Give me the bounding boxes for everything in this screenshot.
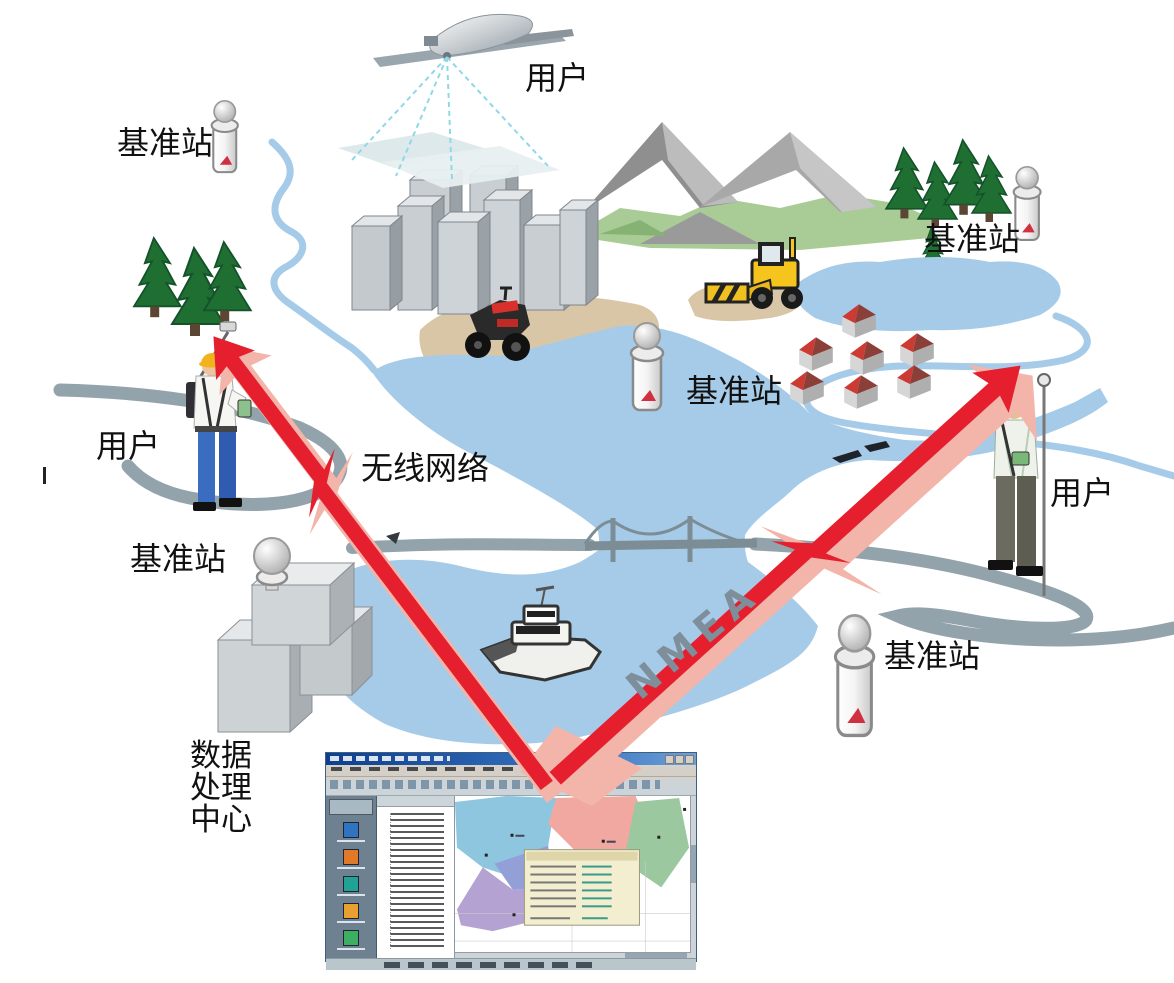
village-houses <box>790 304 934 409</box>
boat-icon <box>479 585 602 682</box>
tick-mark <box>43 467 46 484</box>
label-user-right: 用户 <box>1050 474 1115 512</box>
software-title-text-blob <box>330 756 450 761</box>
label-data-center-line3: 中心 <box>190 802 252 839</box>
label-wireless-network: 无线网络 <box>361 449 490 487</box>
bulldozer-icon <box>704 237 803 309</box>
forest-left <box>133 237 252 337</box>
road-arrow-mark <box>386 532 400 544</box>
window-controls-icons <box>665 755 694 764</box>
label-data-center-line2: 处理 <box>190 770 252 807</box>
sidebar-icon-3 <box>343 876 359 892</box>
label-base-station-data-center: 基准站 <box>130 540 227 578</box>
atv-icon <box>465 286 530 361</box>
map-horizontal-scrollbar <box>455 952 691 958</box>
scan-swath-1 <box>338 132 490 168</box>
sand-patch-center <box>419 296 660 393</box>
label-base-station-top-right: 基准站 <box>924 220 1021 258</box>
software-toolbar <box>326 780 696 796</box>
city-buildings <box>350 164 600 316</box>
tree-panel-header <box>377 796 454 807</box>
sidebar-icon-2 <box>343 849 359 865</box>
label-data-center-line1: 数据 <box>190 738 252 774</box>
rooftop-gnss-antenna-icon <box>253 537 291 575</box>
sidebar-icon-4 <box>343 903 359 919</box>
software-sidebar <box>326 796 377 958</box>
software-menubar <box>326 767 696 777</box>
base-station-icon-top-left <box>210 99 239 174</box>
small-boat-silhouettes <box>832 441 890 463</box>
lake-top-right <box>794 257 1061 332</box>
software-titlebar <box>326 753 696 765</box>
suspension-bridge <box>583 516 758 562</box>
sidebar-icon-5 <box>343 930 359 946</box>
surveyor-left <box>186 321 252 511</box>
label-base-station-bottom-right: 基准站 <box>884 637 981 675</box>
label-data-processing-center: 数据 处理 中心 <box>190 740 252 837</box>
sidebar-header-blob <box>329 799 373 815</box>
scan-beams <box>351 56 549 181</box>
label-base-station-middle: 基准站 <box>686 372 783 410</box>
lightning-arrow-right <box>534 338 1043 808</box>
map-tooltip <box>523 849 640 926</box>
software-tree-panel <box>377 796 455 958</box>
scan-swath-2 <box>382 146 560 188</box>
base-station-icon-middle <box>629 321 665 412</box>
station-tree-rows <box>390 813 444 949</box>
map-vertical-scrollbar <box>690 796 696 958</box>
label-nmea: NMEA <box>617 570 770 708</box>
roads <box>53 383 1174 647</box>
surveyor-right <box>988 373 1051 596</box>
software-main-area <box>326 796 696 958</box>
label-user-airplane: 用户 <box>525 59 590 97</box>
mountains <box>572 122 935 250</box>
sidebar-icon-1 <box>343 822 359 838</box>
label-user-left: 用户 <box>96 427 161 465</box>
base-station-icon-bottom-right <box>833 613 876 738</box>
software-map <box>455 796 696 958</box>
software-screenshot <box>325 752 697 970</box>
label-base-station-top-left: 基准站 <box>117 124 214 162</box>
sand-patch-bulldozer <box>688 285 801 322</box>
lightning-arrow-left <box>186 318 575 802</box>
river-upper-left <box>268 138 378 374</box>
data-center-building <box>216 537 374 734</box>
software-statusbar <box>326 958 696 970</box>
river-right-meander <box>803 312 1174 480</box>
